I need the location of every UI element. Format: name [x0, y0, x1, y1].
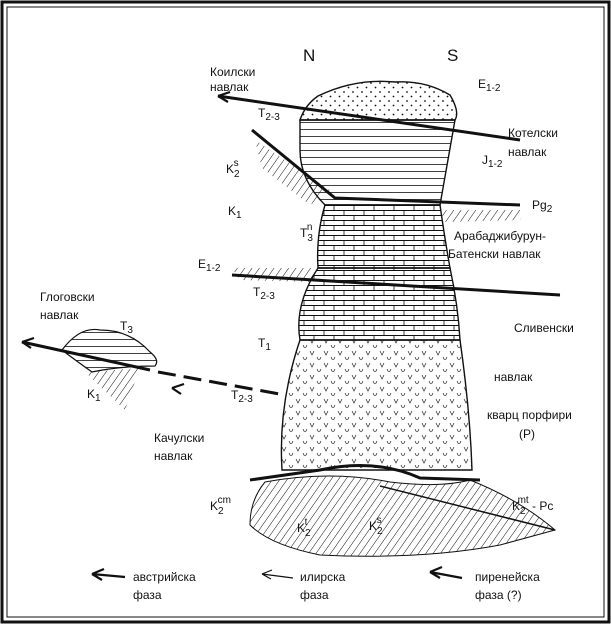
label-slivenski-2: навлак: [494, 370, 533, 384]
legend-illyrian-2: фаза: [300, 588, 329, 602]
legend-austrian-2: фаза: [133, 588, 162, 602]
label-kachulski-2: навлак: [154, 449, 193, 463]
label-kvarc-1: кварц порфири: [487, 408, 572, 422]
unit-Pg2-wedge: [440, 210, 525, 222]
legend-austrian-1: австрийска: [133, 570, 196, 584]
legend-pyrenean-1: пиренейска: [475, 570, 540, 584]
unit-quartz-porphyry: [281, 340, 472, 470]
label-glogovski-2: навлак: [40, 308, 79, 322]
label-arabadzhi-2: Батенски навлак: [448, 247, 541, 261]
label-koilski-1: Коилски: [210, 65, 255, 79]
unit-T3n-limestone: [318, 205, 450, 268]
label-arabadzhi-1: Арабаджибурун-: [454, 229, 546, 243]
label-glogovski-1: Глоговски: [40, 290, 95, 304]
label-kotelski-1: Котелски: [508, 126, 558, 140]
label-slivenski-1: Сливенски: [514, 321, 574, 335]
north-label: N: [303, 46, 315, 65]
legend-pyrenean-2: фаза (?): [475, 588, 522, 602]
label-kotelski-2: навлак: [508, 145, 547, 159]
label-kvarc-2: (P): [519, 427, 535, 441]
label-kachulski-1: Качулски: [154, 431, 204, 445]
legend-illyrian-1: илирска: [300, 570, 346, 584]
label-koilski-2: навлак: [210, 80, 249, 94]
unit-T23-limestone: [299, 268, 460, 340]
south-label: S: [447, 46, 458, 65]
